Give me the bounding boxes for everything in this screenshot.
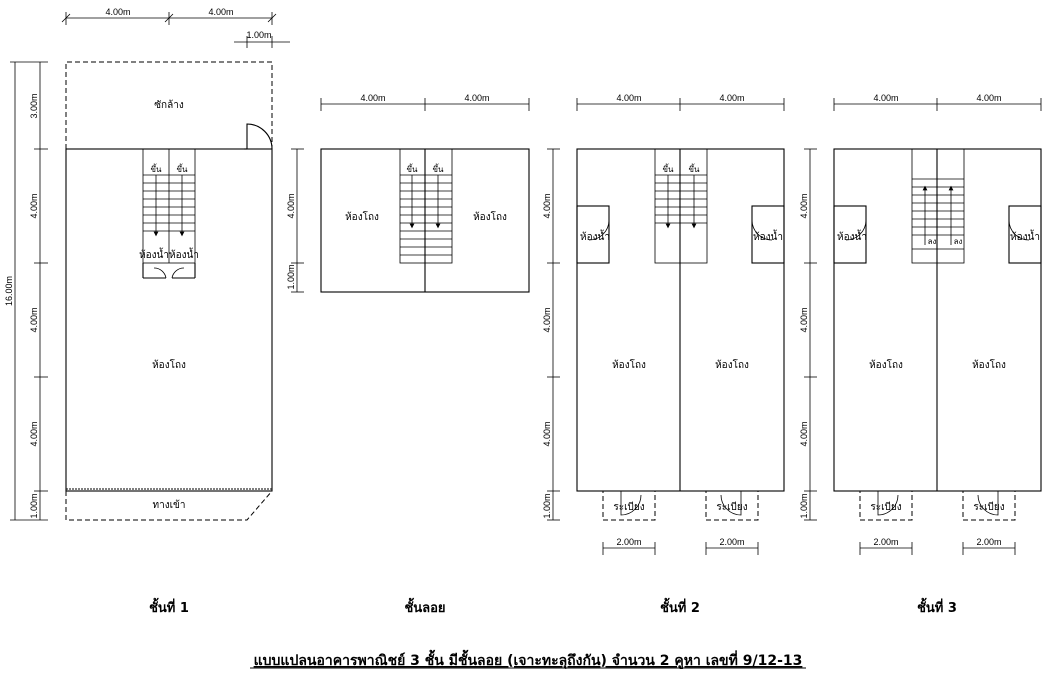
stair-up-label: ขึ้น [177,163,188,174]
stair-up-label: ขึ้น [689,163,700,174]
dim-f3-left: 4.00m [873,93,898,103]
floor-label-3: ชั้นที่ 3 [917,597,957,616]
stair-up-label: ขึ้น [151,163,162,174]
stair-up-label: ขึ้น [407,163,418,174]
dim-f1-seg2: 4.00m [29,307,39,332]
dim-mezz-right: 4.00m [464,93,489,103]
dim-mezz-extra: 1.00m [286,264,296,289]
room-balcony-f3-left: ระเบียง [870,501,901,513]
stair-down-label: ลง [928,237,937,246]
floor-label-mezzanine: ชั้นลอย [404,597,445,616]
room-hall-mezz-left: ห้องโถง [345,210,379,223]
plan-floor-1: 4.00m 4.00m 1.00m 16.00m 3.00m 4.00m 4.0… [4,7,290,521]
dim-f3-front: 1.00m [799,493,809,518]
dim-f2-seg1: 4.00m [542,193,552,218]
dim-f3-seg2: 4.00m [799,307,809,332]
dim-f1-top-right: 4.00m [208,7,233,17]
dim-f2-seg2: 4.00m [542,307,552,332]
room-toilets-under-stair: ห้องน้ำห้องน้ำ [139,247,199,261]
dim-f1-seg1: 4.00m [29,193,39,218]
dim-f1-rear: 3.00m [29,93,39,118]
stair-up-label: ขึ้น [663,163,674,174]
room-hall-mezz-right: ห้องโถง [473,210,507,223]
room-hall-f3-right: ห้องโถง [972,358,1006,371]
dim-mezz-depth: 4.00m [286,193,296,218]
room-hall-f2-right: ห้องโถง [715,358,749,371]
dim-f3-balcony-right: 2.00m [976,537,1001,547]
room-balcony-f2-right: ระเบียง [716,501,747,513]
room-laundry: ซักล้าง [154,99,184,111]
dim-f3-seg3: 4.00m [799,421,809,446]
floor-label-2: ชั้นที่ 2 [660,597,700,616]
dim-f3-seg1: 4.00m [799,193,809,218]
plan-floor-3: 4.00m 4.00m 4.00m 4.00m 4.00m 1.00m ห้อง… [799,93,1042,555]
stair-down-label: ลง [954,237,963,246]
room-hall-f3-left: ห้องโถง [869,358,903,371]
plan-floor-2: 4.00m 4.00m 4.00m 4.00m 4.00m 1.00m ห้อง… [542,93,785,555]
floor-label-1: ชั้นที่ 1 [149,597,189,616]
room-toilet-f3-right: ห้องน้ำ [1010,229,1040,243]
room-balcony-f2-left: ระเบียง [613,501,644,513]
dim-f2-front: 1.00m [542,493,552,518]
room-hall-f2-left: ห้องโถง [612,358,646,371]
room-hall-f1: ห้องโถง [152,358,186,371]
dim-f2-right: 4.00m [719,93,744,103]
dim-f1-front: 1.00m [29,493,39,518]
dim-f2-left: 4.00m [616,93,641,103]
dim-f1-door: 1.00m [246,30,271,40]
drawing-title: แบบแปลนอาคารพาณิชย์ 3 ชั้น มีชั้นลอย (เจ… [254,649,803,669]
dim-f1-seg3: 4.00m [29,421,39,446]
room-balcony-f3-right: ระเบียง [973,501,1004,513]
dim-f2-balcony-right: 2.00m [719,537,744,547]
dim-f2-balcony-left: 2.00m [616,537,641,547]
room-toilet-f2-right: ห้องน้ำ [753,229,783,243]
room-toilet-f3-left: ห้องน้ำ [837,229,867,243]
dim-f1-total: 16.00m [4,276,14,306]
plan-mezzanine: 4.00m 4.00m 4.00m 1.00m ขึ้น ขึ้น ห้องโถ… [286,93,530,293]
dim-f3-right: 4.00m [976,93,1001,103]
dim-mezz-left: 4.00m [360,93,385,103]
dim-f2-seg3: 4.00m [542,421,552,446]
stair-up-label: ขึ้น [433,163,444,174]
dim-f1-top-left: 4.00m [105,7,130,17]
dim-f3-balcony-left: 2.00m [873,537,898,547]
room-entrance: ทางเข้า [153,499,186,511]
room-toilet-f2-left: ห้องน้ำ [580,229,610,243]
